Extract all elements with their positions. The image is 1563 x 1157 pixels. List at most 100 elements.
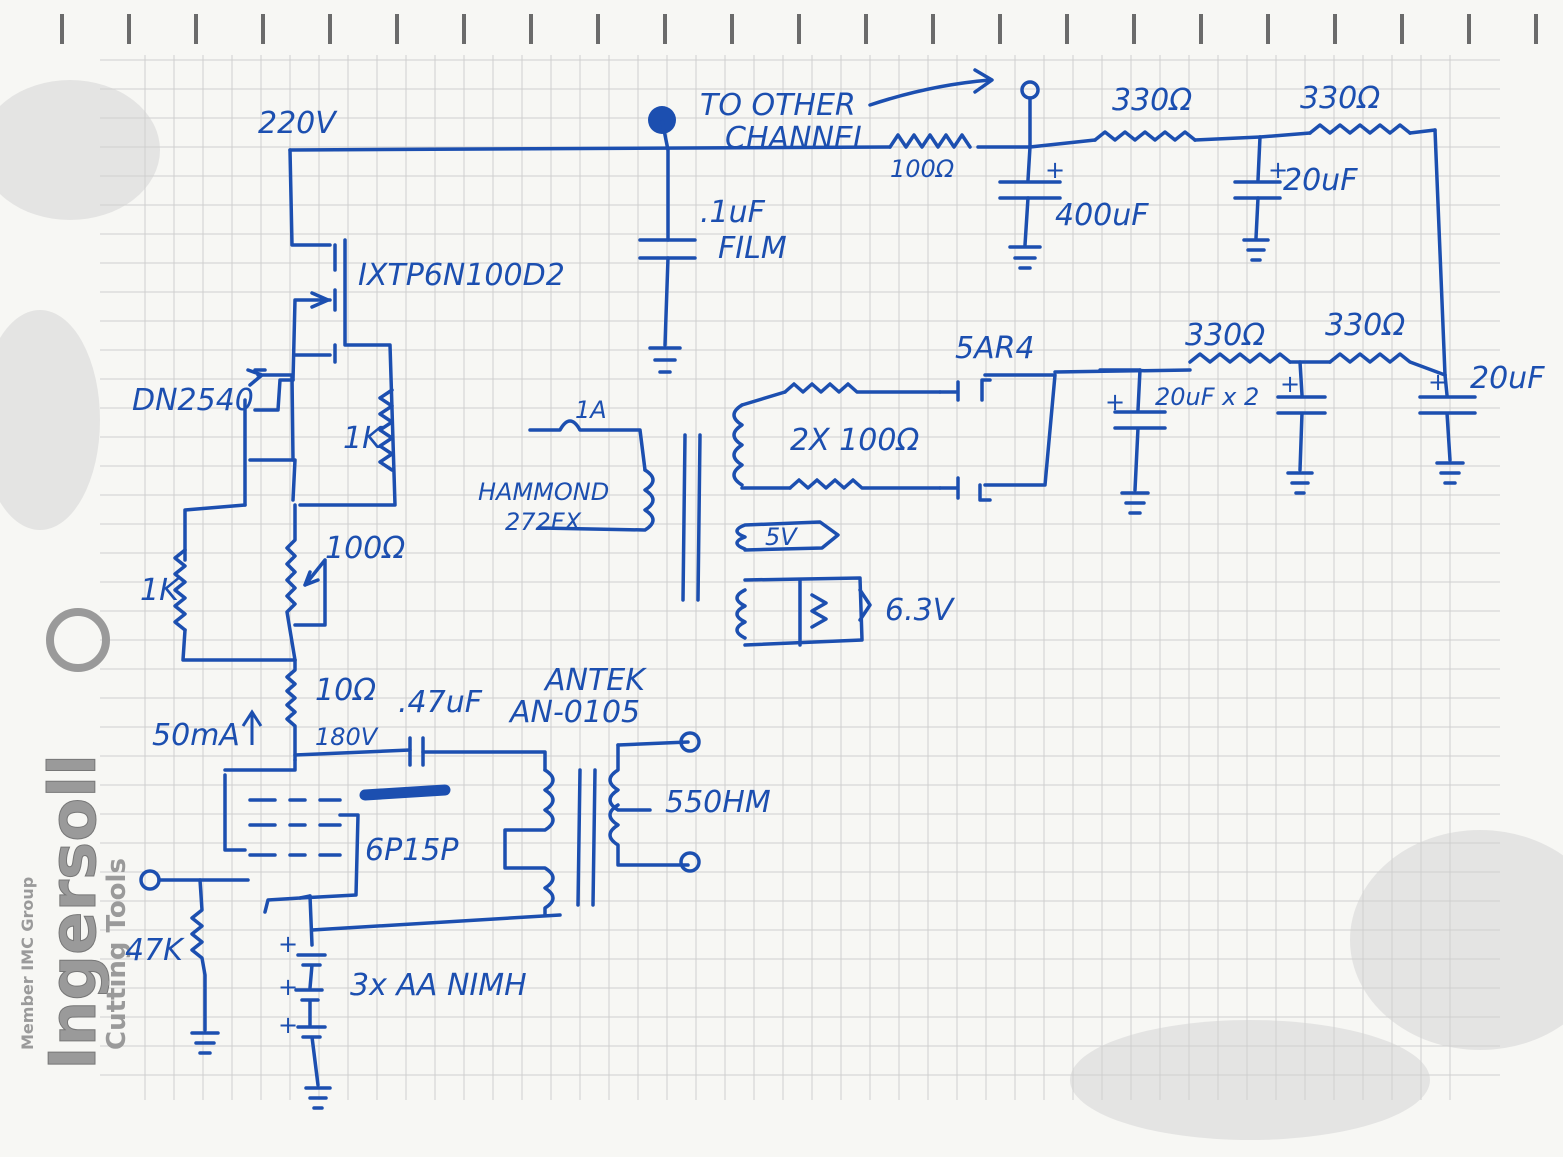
label-mosfet: IXTP6N100D2: [358, 258, 565, 293]
rail-right-vertical: [1433, 128, 1447, 377]
schematic-wiring: [139, 68, 1477, 1110]
label-330-d: 330Ω: [1325, 308, 1405, 343]
ot-primary-coil: [503, 768, 555, 917]
resistor-330-b: [1308, 123, 1412, 135]
perforation-tick: [261, 14, 265, 44]
schematic-labels: 220V TO OTHER CHANNEL 100Ω 330Ω 330Ω + 4…: [125, 81, 1545, 1039]
mosfet-arrow: [310, 291, 330, 309]
mosfet-source: [291, 298, 332, 382]
label-330-c: 330Ω: [1185, 318, 1265, 353]
pt-core: [681, 433, 702, 602]
current-arrow: [241, 709, 263, 745]
cap-20uf-top-lead: [1256, 135, 1262, 182]
perforation-tick: [328, 14, 332, 44]
perforation-tick: [1467, 14, 1471, 44]
label-20uf-right-plus: +: [1428, 368, 1448, 396]
perforation-tick: [1199, 14, 1203, 44]
cap-400uf-ground-lead: [1023, 196, 1030, 247]
label-20uf-top-plus: +: [1268, 156, 1288, 184]
dn2540-drain: [253, 378, 295, 412]
brand-tagline: Cutting Tools: [102, 858, 132, 1050]
label-400uf: 400uF: [1055, 198, 1149, 233]
resistor-330-c: [1188, 352, 1292, 364]
brand-logo-mark: [46, 608, 110, 672]
brand-member: Member IMC Group: [18, 877, 37, 1050]
ot-secondary-top: [616, 740, 690, 747]
battery-cell-2: [294, 988, 324, 1027]
label-5ar4: 5AR4: [955, 331, 1035, 366]
label-400uf-plus: +: [1045, 156, 1065, 184]
resistor-47k: [190, 878, 207, 1032]
cap-400uf-lead: [1026, 145, 1032, 182]
pt-hv-top: [740, 390, 787, 407]
resistor-10: [285, 658, 297, 762]
c047-right-wire: [421, 750, 547, 772]
label-film: FILM: [718, 231, 787, 266]
cap-20uf-x2-a: [1113, 368, 1167, 492]
perforation-tick: [1400, 14, 1404, 44]
dn2540-gate-to-1k: [183, 503, 247, 562]
label-50ma: 50mA: [152, 718, 240, 753]
junction-to-other-channel-lead: [660, 119, 670, 151]
rail-330-a-right: [1193, 135, 1262, 142]
resistor-2x100-b: [788, 478, 942, 490]
label-battery-plus-2: +: [278, 973, 298, 1001]
label-100-feed: 100Ω: [890, 155, 955, 183]
cap-20uf-right: [1418, 373, 1477, 462]
rectifier-5ar4: [938, 378, 992, 502]
perforation-tick: [596, 14, 600, 44]
perforation-tick: [730, 14, 734, 44]
label-550hm: 550HM: [665, 785, 771, 820]
resistor-100-feed: [888, 133, 972, 149]
resistor-330-d: [1328, 352, 1447, 377]
ground-01uf: [648, 346, 682, 374]
perforation-tick: [1333, 14, 1337, 44]
perforation-tick: [864, 14, 868, 44]
resistor-2x100-a: [783, 382, 942, 394]
cap-01uf-ground-lead: [663, 256, 670, 347]
c047-left-wire: [293, 748, 412, 757]
ot-core: [576, 768, 597, 907]
label-20uf-x2-plus-b: +: [1280, 370, 1300, 398]
tube-return: [310, 913, 562, 932]
tube-grids: [248, 798, 342, 857]
pt-hv-coil: [732, 403, 744, 487]
label-20uf-right: 20uF: [1470, 361, 1545, 396]
perforation-tick: [395, 14, 399, 44]
label-channel: CHANNEL: [725, 121, 870, 156]
label-5v: 5V: [765, 523, 798, 551]
cap-20uf-top-ground-lead: [1254, 196, 1260, 240]
rail-330-b: [1258, 128, 1437, 139]
fuse-1a: [528, 419, 647, 472]
perforation-tick: [998, 14, 1002, 44]
ground-battery: [304, 1086, 332, 1110]
other-channel-arrow: [868, 68, 994, 107]
watermark-tool-left: [0, 310, 100, 530]
cap-20uf-x2-b: [1276, 360, 1327, 472]
label-10: 10Ω: [315, 673, 376, 708]
rail-220v: [288, 145, 892, 152]
label-6p15p: 6P15P: [365, 833, 459, 868]
ground-20uf-right: [1435, 461, 1465, 485]
battery-cell-1: [296, 953, 327, 990]
battery-cell-3: [296, 1025, 327, 1087]
resistor-330-a: [1093, 130, 1197, 142]
perforation-tick: [529, 14, 533, 44]
tube-to-battery: [308, 894, 314, 947]
rail-330-a-left: [1028, 138, 1097, 149]
label-antek: ANTEK: [543, 663, 647, 698]
perforation-tick: [1534, 14, 1538, 44]
label-180v: 180V: [315, 723, 379, 751]
perforation-tick: [1266, 14, 1270, 44]
label-an0105: AN-0105: [508, 695, 640, 730]
pot-100: [285, 503, 297, 662]
pt-63v-winding: [735, 576, 864, 647]
ground-20uf-x2-a: [1120, 491, 1150, 515]
ground-47k: [190, 1031, 220, 1055]
label-dn2540: DN2540: [132, 383, 254, 418]
dn2540-arrow: [246, 368, 295, 462]
tube-envelope: [298, 813, 360, 900]
terminal-out-bottom: [679, 851, 701, 873]
label-272fx: 272FX: [505, 508, 582, 536]
label-2x100: 2X 100Ω: [790, 423, 919, 458]
